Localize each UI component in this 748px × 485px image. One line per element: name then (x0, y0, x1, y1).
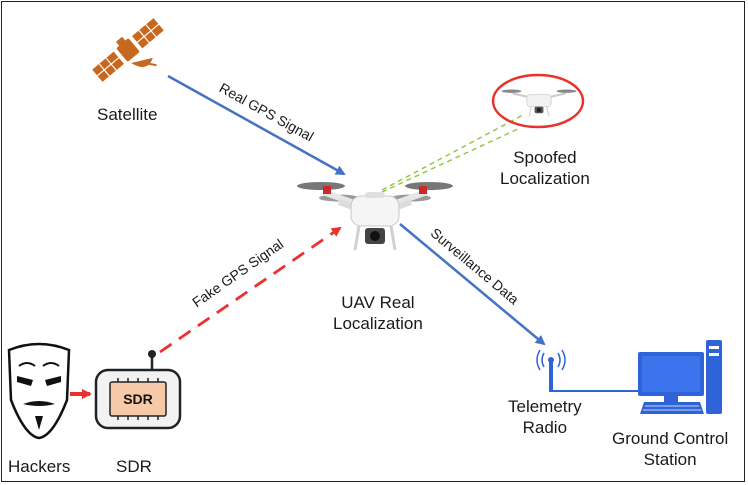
fake-gps-arrow (159, 226, 342, 354)
telemetry-label-line2: Radio (522, 418, 568, 437)
ground-label-line2: Station (643, 450, 697, 469)
uav-label-line1: UAV Real (341, 293, 415, 312)
hackers-label: Hackers (8, 457, 71, 476)
telemetry-label: Telemetry Radio (508, 396, 582, 438)
computer-icon (638, 340, 722, 414)
ground-label-line1: Ground Control (612, 429, 729, 448)
ground-station-label: Ground Control Station (612, 428, 728, 470)
antenna-icon (536, 349, 566, 392)
spoofed-label-line1: Spoofed (513, 148, 577, 167)
uav-label-line2: Localization (333, 314, 423, 333)
real-gps-arrow (167, 74, 346, 176)
surveillance-arrow (399, 223, 546, 346)
satellite-label: Satellite (97, 105, 158, 124)
spoofed-label-line2: Localization (500, 169, 590, 188)
spoof-line-lower (381, 127, 521, 193)
spoofed-highlight-circle (491, 73, 585, 129)
sdr-device-icon (94, 350, 182, 430)
telemetry-label-line1: Telemetry (508, 397, 582, 416)
satellite-icon (92, 18, 164, 82)
hacker-mask-icon (7, 342, 71, 440)
spoofed-drone-icon (501, 89, 577, 117)
spoofed-label: Spoofed Localization (500, 147, 590, 189)
sdr-label: SDR (116, 457, 152, 476)
uav-label: UAV Real Localization (333, 292, 423, 334)
uav-drone-icon (297, 182, 453, 251)
sdr-chip-text: SDR (123, 391, 153, 407)
